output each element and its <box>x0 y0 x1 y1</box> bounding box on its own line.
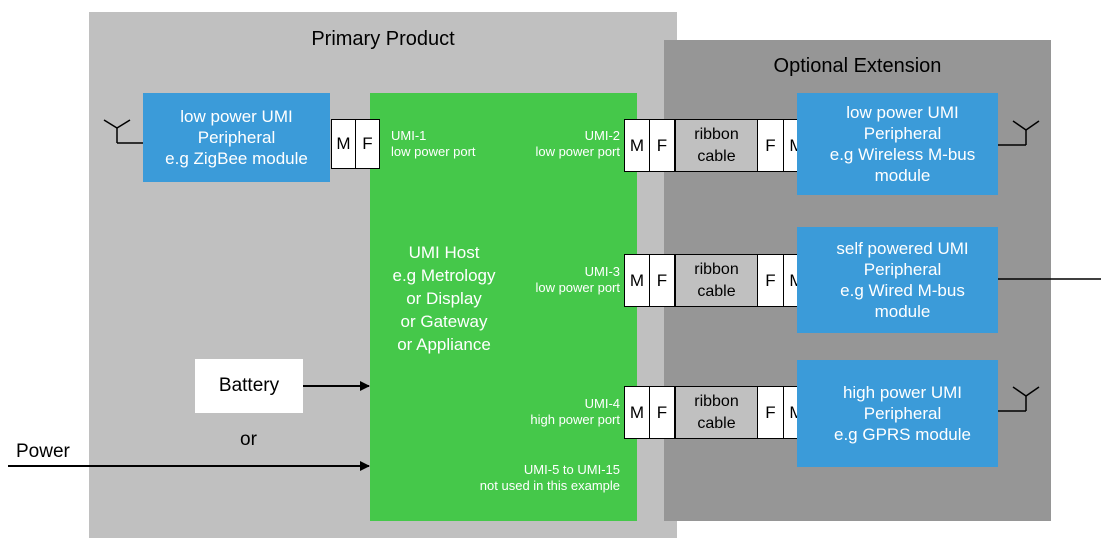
connector-male-umi-1: M <box>331 119 356 169</box>
antenna-icon-gprs <box>998 386 1040 412</box>
port-umi-4: UMI-4 high power port <box>530 396 620 427</box>
or-label: or <box>240 429 257 450</box>
port-umi-3: UMI-3 low power port <box>535 264 620 295</box>
peripheral-wired-mbus: self powered UMI Peripheral e.g Wired M-… <box>797 227 998 333</box>
connector-female-umi-2: F <box>649 119 675 172</box>
antenna-icon-zigbee <box>103 119 143 144</box>
connector-female-umi-1: F <box>355 119 380 169</box>
battery-box: Battery <box>195 359 303 413</box>
connector-female-ext-4: F <box>757 386 784 439</box>
power-label: Power <box>16 441 70 462</box>
port-umi-2: UMI-2 low power port <box>535 128 620 159</box>
peripheral-wireless-mbus: low power UMI Peripheral e.g Wireless M-… <box>797 93 998 195</box>
primary-product-title: Primary Product <box>311 28 455 50</box>
connector-male-umi-2: M <box>624 119 650 172</box>
peripheral-gprs: high power UMI Peripheral e.g GPRS modul… <box>797 360 998 467</box>
connector-female-umi-4: F <box>649 386 675 439</box>
peripheral-zigbee: low power UMI Peripheral e.g ZigBee modu… <box>143 93 330 182</box>
optional-extension-title: Optional Extension <box>773 55 942 77</box>
umi-host-label: UMI Host e.g Metrology or Display or Gat… <box>392 243 496 354</box>
ribbon-cable-umi-4: ribbon cable <box>675 386 758 439</box>
umi-host-block <box>370 93 637 521</box>
ribbon-cable-umi-3: ribbon cable <box>675 254 758 307</box>
antenna-icon-wireless-mbus <box>998 120 1040 146</box>
ribbon-cable-umi-2: ribbon cable <box>675 119 758 172</box>
port-umi-5-to-15: UMI-5 to UMI-15 not used in this example <box>479 462 620 493</box>
connector-female-umi-3: F <box>649 254 675 307</box>
port-umi-1: UMI-1 low power port <box>391 128 476 159</box>
connector-female-ext-3: F <box>757 254 784 307</box>
